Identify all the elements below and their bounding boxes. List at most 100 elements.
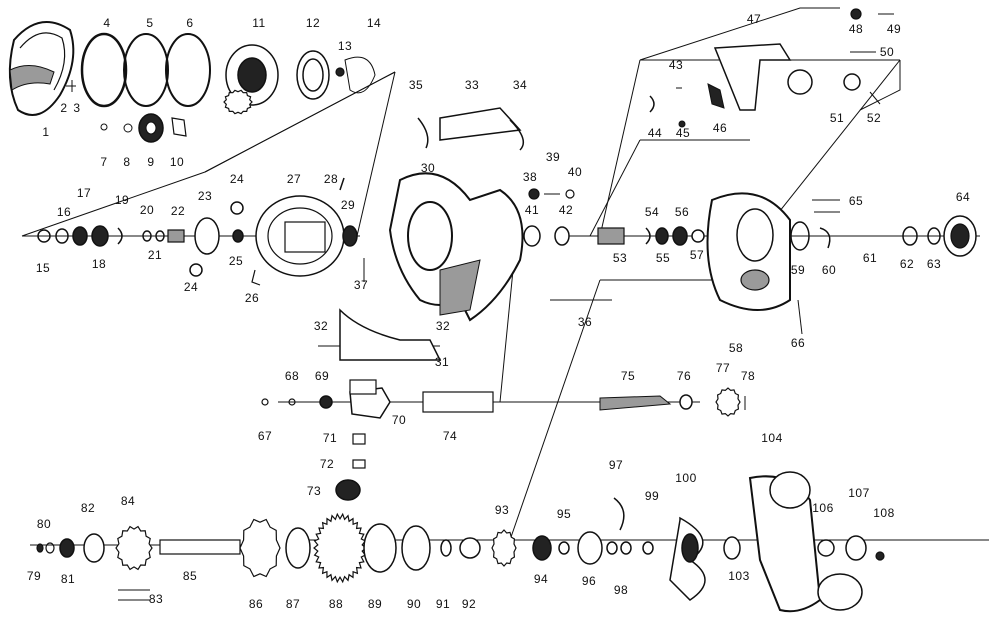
frame-30-foot	[439, 259, 481, 316]
gear-85	[115, 525, 153, 571]
part-number-label: 71	[323, 431, 337, 445]
clip-55	[645, 227, 651, 245]
washer-16	[55, 228, 69, 244]
pinion-54	[597, 227, 625, 245]
side-cover-detail	[19, 32, 66, 91]
part-number-label: 32	[314, 319, 328, 333]
part-number-label: 22	[171, 204, 185, 218]
washer-68	[261, 398, 269, 406]
part-number-label: 20	[140, 203, 154, 217]
part-number-label: 48	[849, 22, 863, 36]
bearing-18	[91, 225, 109, 247]
part-number-label: 16	[57, 205, 71, 219]
part-number-label: 31	[435, 355, 449, 369]
part-number-label: 10	[170, 155, 184, 169]
clip-19	[117, 227, 123, 245]
part-number-label: 30	[421, 161, 435, 175]
pin-24b	[189, 263, 203, 277]
screw-53	[869, 91, 881, 105]
nut-104	[723, 536, 741, 560]
line-guide-71-top	[349, 379, 377, 395]
part-number-label: 106	[812, 501, 834, 515]
bearing-82	[59, 538, 75, 558]
part-number-label: 26	[245, 291, 259, 305]
part-number-label: 90	[407, 597, 421, 611]
bearing-56	[655, 227, 669, 245]
pinion-23	[194, 217, 220, 255]
washer-8	[123, 123, 133, 133]
part-number-label: 61	[863, 251, 877, 265]
o-ring-5	[123, 33, 169, 107]
side-arm-35	[417, 117, 429, 149]
part-number-label: 19	[115, 193, 129, 207]
part-number-label: 45	[676, 126, 690, 140]
pawl-74	[335, 479, 361, 501]
guide-line	[589, 139, 641, 237]
part-number-label: 96	[582, 574, 596, 588]
part-number-label: 28	[324, 172, 338, 186]
side-plate-59-ring	[736, 208, 774, 262]
part-number-label: 100	[675, 471, 697, 485]
bearing-17	[72, 226, 88, 246]
part-number-label: 82	[81, 501, 95, 515]
part-number-label: 68	[285, 369, 299, 383]
bearing-41	[523, 225, 541, 247]
guide-line	[356, 71, 396, 237]
part-number-label: 21	[148, 248, 162, 262]
part-number-label: 81	[61, 572, 75, 586]
part-number-label: 3	[73, 101, 80, 115]
part-number-label: 54	[645, 205, 659, 219]
pawl-73	[352, 459, 366, 469]
part-number-label: 14	[367, 16, 381, 30]
pin-24a	[230, 201, 244, 215]
drag-washer-87	[239, 518, 281, 578]
part-number-label: 74	[443, 429, 457, 443]
part-number-label: 12	[306, 16, 320, 30]
spring-98	[613, 497, 625, 531]
part-number-label: 78	[741, 369, 755, 383]
part-number-label: 91	[436, 597, 450, 611]
part-number-label: 24	[230, 172, 244, 186]
part-number-label: 87	[286, 597, 300, 611]
part-number-label: 32	[436, 319, 450, 333]
part-number-label: 50	[880, 45, 894, 59]
lever-47	[713, 43, 792, 111]
part-number-label: 72	[320, 457, 334, 471]
o-ring-6	[165, 33, 211, 107]
part-number-label: 64	[956, 190, 970, 204]
part-number-label: 83	[149, 592, 163, 606]
spring-61	[819, 227, 831, 249]
part-number-label: 94	[534, 572, 548, 586]
part-number-label: 15	[36, 261, 50, 275]
bearing-9-hole	[145, 121, 157, 135]
star-103-hub	[681, 533, 699, 563]
part-number-label: 57	[690, 248, 704, 262]
part-number-label: 13	[338, 39, 352, 53]
part-number-label: 37	[354, 278, 368, 292]
part-number-label: 86	[249, 597, 263, 611]
drive-shaft-86	[159, 539, 241, 555]
part-number-label: 34	[513, 78, 527, 92]
part-number-label: 49	[887, 22, 901, 36]
washer-91	[401, 525, 431, 571]
part-number-label: 85	[183, 569, 197, 583]
spring-26	[251, 269, 261, 286]
part-number-label: 89	[368, 597, 382, 611]
sleeve-93	[459, 537, 481, 559]
washer-99b	[620, 541, 632, 555]
bearing-77	[679, 394, 693, 410]
screw-13	[335, 67, 345, 77]
screw-45	[678, 120, 686, 128]
part-number-label: 97	[609, 458, 623, 472]
part-number-label: 47	[747, 12, 761, 26]
top-cover-33	[439, 107, 522, 141]
gear-78	[715, 387, 741, 417]
washer-58	[691, 229, 705, 243]
part-number-label: 62	[900, 257, 914, 271]
clip-10	[171, 117, 187, 137]
guide-line	[21, 171, 206, 237]
screw-7	[100, 123, 108, 131]
part-number-label: 24	[184, 280, 198, 294]
spring-52	[843, 73, 861, 91]
part-number-label: 92	[462, 597, 476, 611]
